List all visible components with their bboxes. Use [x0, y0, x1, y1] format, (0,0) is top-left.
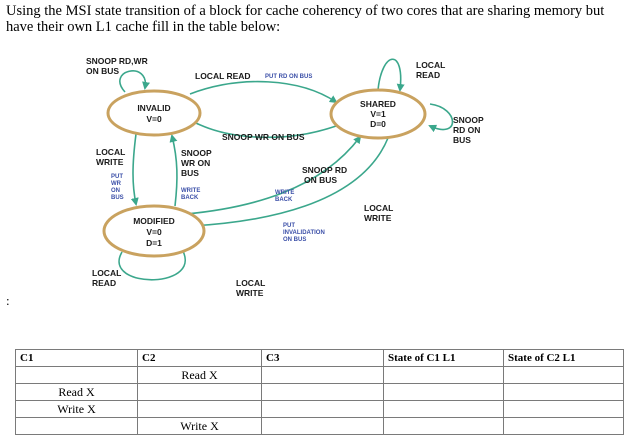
- label-write-back-mid: WRITE: [275, 190, 294, 196]
- header-c2: C2: [137, 349, 262, 367]
- arrow-shared-to-invalid: [188, 119, 337, 139]
- label-local-write-bottom: LOCAL: [236, 278, 265, 288]
- table-cell[interactable]: [383, 383, 504, 401]
- svg-text:MODIFIED: MODIFIED: [133, 216, 175, 226]
- table-row: Write X: [15, 417, 624, 435]
- state-modified: MODIFIED V=0 D=1: [102, 204, 206, 258]
- svg-text:INVALIDATION: INVALIDATION: [283, 230, 325, 236]
- table-cell[interactable]: [261, 366, 384, 384]
- table-header-row: C1 C2 C3 State of C1 L1 State of C2 L1: [15, 349, 624, 367]
- header-state-c2: State of C2 L1: [503, 349, 624, 367]
- header-c1: C1: [15, 349, 138, 367]
- label-local-write-right: LOCAL: [364, 203, 393, 213]
- state-shared: SHARED V=1 D=0: [329, 88, 427, 140]
- table-row: Read X: [15, 383, 624, 401]
- table-cell[interactable]: Write X: [137, 417, 262, 435]
- header-c3: C3: [261, 349, 384, 367]
- svg-text:ON BUS: ON BUS: [86, 66, 119, 76]
- svg-text:WR ON: WR ON: [181, 158, 210, 168]
- table-cell[interactable]: [383, 366, 504, 384]
- svg-text:INVALID: INVALID: [137, 103, 170, 113]
- table-cell[interactable]: [15, 366, 138, 384]
- arrow-shared-snoop-loop: [428, 103, 454, 133]
- svg-text:D=1: D=1: [146, 238, 162, 248]
- svg-text:V=1: V=1: [370, 109, 386, 119]
- label-snoop-wr-on-bus-mid: SNOOP: [181, 148, 212, 158]
- label-local-write-left: LOCAL: [96, 147, 125, 157]
- svg-text:V=0: V=0: [146, 114, 162, 124]
- label-snoop-rd-on-bus-right: SNOOP: [453, 115, 484, 125]
- transition-labels: SNOOP RD,WR ON BUS LOCAL READ PUT RD ON …: [86, 56, 484, 298]
- arrow-shared-self-loop: [377, 58, 405, 92]
- svg-text:WRITE: WRITE: [236, 288, 264, 298]
- table-cell[interactable]: [383, 400, 504, 418]
- label-snoop-rd-wr: SNOOP RD,WR: [86, 56, 148, 66]
- svg-text:V=0: V=0: [146, 227, 162, 237]
- arrow-invalid-to-modified: [130, 133, 139, 206]
- arrow-modified-self-loop: [118, 244, 187, 281]
- svg-text:ON BUS: ON BUS: [304, 175, 337, 185]
- svg-text:WRITE: WRITE: [364, 213, 392, 223]
- table-cell[interactable]: [503, 383, 624, 401]
- svg-text:WR: WR: [111, 181, 122, 187]
- header-state-c1: State of C1 L1: [383, 349, 504, 367]
- table-cell[interactable]: [503, 366, 624, 384]
- label-put-wr-on-bus: PUT: [111, 174, 123, 180]
- svg-text:READ: READ: [416, 70, 440, 80]
- arrow-modified-to-shared: [185, 135, 362, 215]
- svg-text:WRITE: WRITE: [96, 157, 124, 167]
- table-cell[interactable]: Write X: [15, 400, 138, 418]
- table-cell[interactable]: [15, 417, 138, 435]
- arrow-modified-to-invalid: [169, 134, 178, 207]
- table-cell[interactable]: [261, 400, 384, 418]
- svg-text:BUS: BUS: [181, 168, 199, 178]
- table-cell[interactable]: [503, 400, 624, 418]
- label-local-read-top: LOCAL READ: [195, 71, 251, 81]
- table-cell[interactable]: [503, 417, 624, 435]
- label-snoop-wr-on-bus: SNOOP WR ON BUS: [222, 132, 305, 142]
- table-cell[interactable]: [137, 400, 262, 418]
- svg-text:BACK: BACK: [275, 197, 293, 203]
- arrow-invalid-to-shared: [189, 80, 338, 104]
- label-put-invalidation: PUT: [283, 223, 295, 229]
- state-invalid: INVALID V=0: [106, 89, 202, 137]
- colon-mark: :: [6, 293, 10, 308]
- svg-text:BACK: BACK: [181, 195, 199, 201]
- question-text: Using the MSI state transition of a bloc…: [6, 3, 605, 35]
- table-row: Read X: [15, 366, 624, 384]
- label-local-read-bottom: LOCAL: [92, 268, 121, 278]
- svg-text:RD ON: RD ON: [453, 125, 480, 135]
- table-row: Write X: [15, 400, 624, 418]
- answer-table: C1 C2 C3 State of C1 L1 State of C2 L1 R…: [15, 349, 624, 435]
- label-put-rd-on-bus: PUT RD ON BUS: [265, 74, 312, 80]
- arrow-invalid-self-loop: [119, 70, 150, 93]
- svg-text:D=0: D=0: [370, 119, 386, 129]
- table-cell[interactable]: Read X: [15, 383, 138, 401]
- label-local-read-shared: LOCAL: [416, 60, 445, 70]
- table-cell[interactable]: [261, 417, 384, 435]
- table-cell[interactable]: [261, 383, 384, 401]
- svg-text:ON: ON: [111, 188, 120, 194]
- label-snoop-rd-on-bus-mid: SNOOP RD: [302, 165, 347, 175]
- svg-text:BUS: BUS: [453, 135, 471, 145]
- arrow-shared-to-modified: [190, 137, 389, 230]
- msi-state-diagram: INVALID V=0 SHARED V=1 D=0 MODIFIED V=0 …: [86, 56, 484, 298]
- table-cell[interactable]: Read X: [137, 366, 262, 384]
- table-cell[interactable]: [383, 417, 504, 435]
- svg-text:BUS: BUS: [111, 195, 124, 201]
- label-write-back-left: WRITE: [181, 188, 200, 194]
- svg-text:SHARED: SHARED: [360, 99, 396, 109]
- svg-text:READ: READ: [92, 278, 116, 288]
- table-cell[interactable]: [137, 383, 262, 401]
- svg-text:ON BUS: ON BUS: [283, 237, 306, 243]
